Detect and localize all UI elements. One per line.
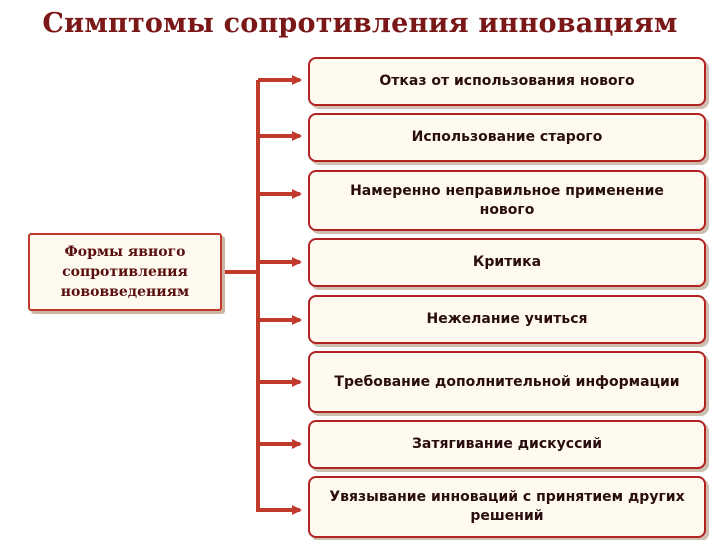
symptom-linking-decisions-box: Увязывание инноваций с принятием других … [308,476,706,538]
symptom-label: Увязывание инноваций с принятием других … [329,489,685,524]
symptom-label: Использование старого [411,129,603,145]
symptom-label: Затягивание дискуссий [411,436,603,452]
symptom-delay-discussion-box: Затягивание дискуссий [308,420,706,469]
symptom-label: Нежелание учиться [426,311,588,327]
symptom-unwilling-learn-box: Нежелание учиться [308,295,706,344]
symptom-label: Намеренно неправильное применение нового [350,182,664,218]
symptom-label: Требование дополнительной информации [334,373,680,390]
symptom-criticism-box: Критика [308,238,706,287]
symptom-label: Отказ от использования нового [379,73,635,89]
symptom-old-use-box: Использование старого [308,113,706,162]
symptom-label: Критика [472,254,542,270]
symptom-misuse-box: Намеренно неправильное применение нового [308,170,706,231]
resistance-forms-box: Формы явного сопротивления нововведениям [28,233,222,311]
symptom-more-info-box: Требование дополнительной информации [308,351,706,413]
symptom-refusal-box: Отказ от использования нового [308,57,706,106]
diagram-title: Симптомы сопротивления инновациям [42,8,678,39]
